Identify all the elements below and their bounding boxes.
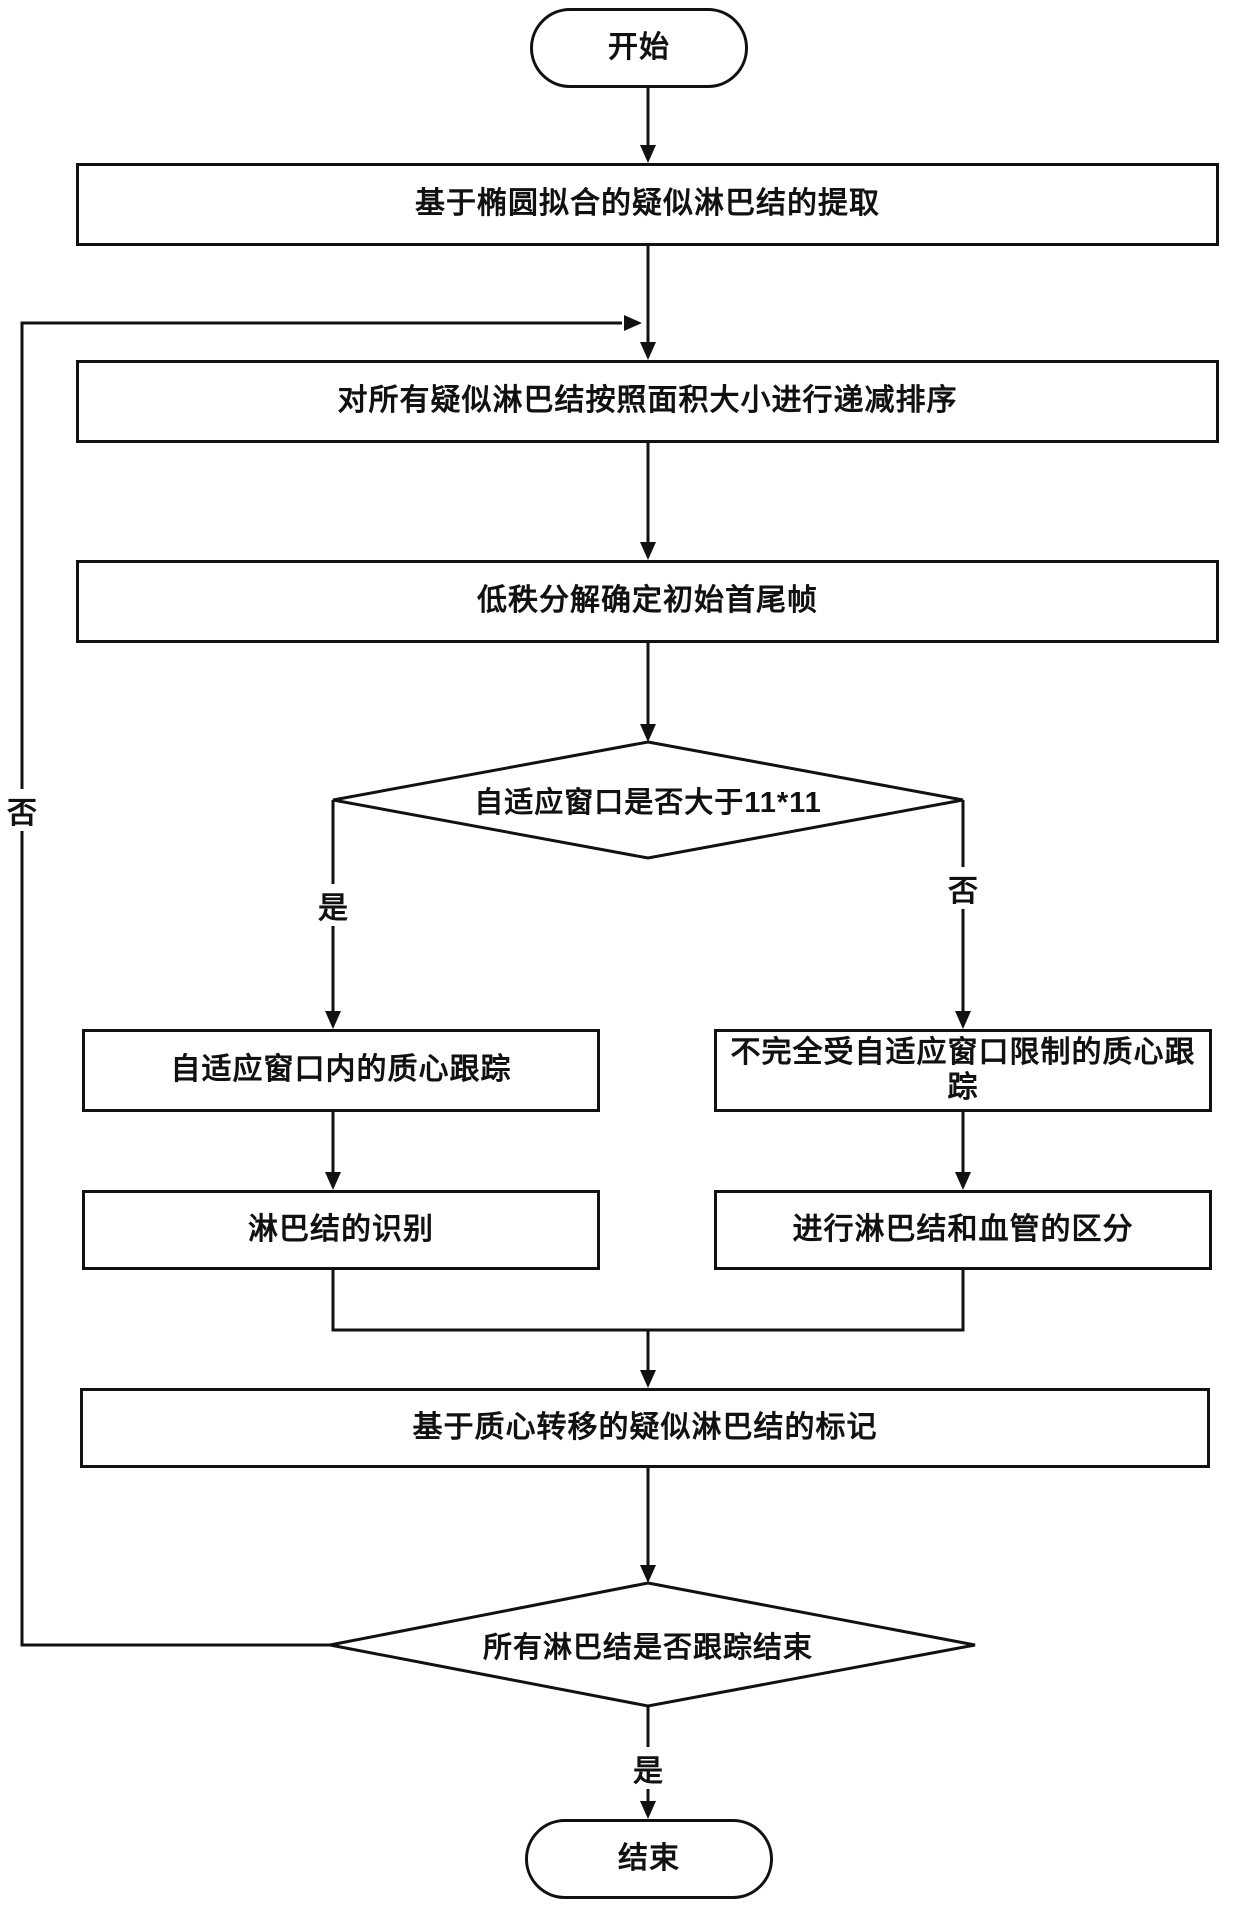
process-lowrank-first-last-frame: 低秩分解确定初始首尾帧: [76, 560, 1219, 643]
arrowhead: [640, 724, 656, 742]
arrowhead: [640, 542, 656, 560]
arrowhead: [640, 1565, 656, 1583]
process-extract-ellipse-fit: 基于椭圆拟合的疑似淋巴结的提取: [76, 163, 1219, 246]
process-centroid-track-unrestricted: 不完全受自适应窗口限制的质心跟踪: [714, 1029, 1212, 1112]
decision-all-tracked-label: 所有淋巴结是否跟踪结束: [482, 1632, 813, 1664]
arrowhead: [640, 1370, 656, 1388]
edge-merge: [331, 1270, 965, 1332]
arrowhead: [640, 145, 656, 163]
arrowhead: [624, 315, 642, 331]
label-yes-done: 是: [627, 1747, 669, 1789]
decision-window-shape: [332, 740, 964, 860]
arrowhead: [955, 1172, 971, 1190]
process-distinguish-node-vessel: 进行淋巴结和血管的区分: [714, 1190, 1212, 1270]
label-no-window: 否: [942, 867, 984, 909]
arrowhead: [640, 342, 656, 360]
edge-feedback-loop: [20, 321, 622, 1647]
label-yes-window: 是: [312, 884, 354, 926]
decision-adaptive-window-label: 自适应窗口是否大于11*11: [474, 787, 822, 819]
process-mark-centroid-shift: 基于质心转移的疑似淋巴结的标记: [80, 1388, 1210, 1468]
arrowhead: [955, 1011, 971, 1029]
arrowhead: [325, 1011, 341, 1029]
process-sort-by-area: 对所有疑似淋巴结按照面积大小进行递减排序: [76, 360, 1219, 443]
end-terminal: 结束: [525, 1819, 773, 1899]
process-identify-lymph-node: 淋巴结的识别: [82, 1190, 600, 1270]
process-centroid-track-in-window: 自适应窗口内的质心跟踪: [82, 1029, 600, 1112]
start-terminal: 开始: [530, 8, 748, 88]
arrowhead: [640, 1801, 656, 1819]
label-no-loop: 否: [1, 789, 43, 831]
arrowhead: [325, 1172, 341, 1190]
